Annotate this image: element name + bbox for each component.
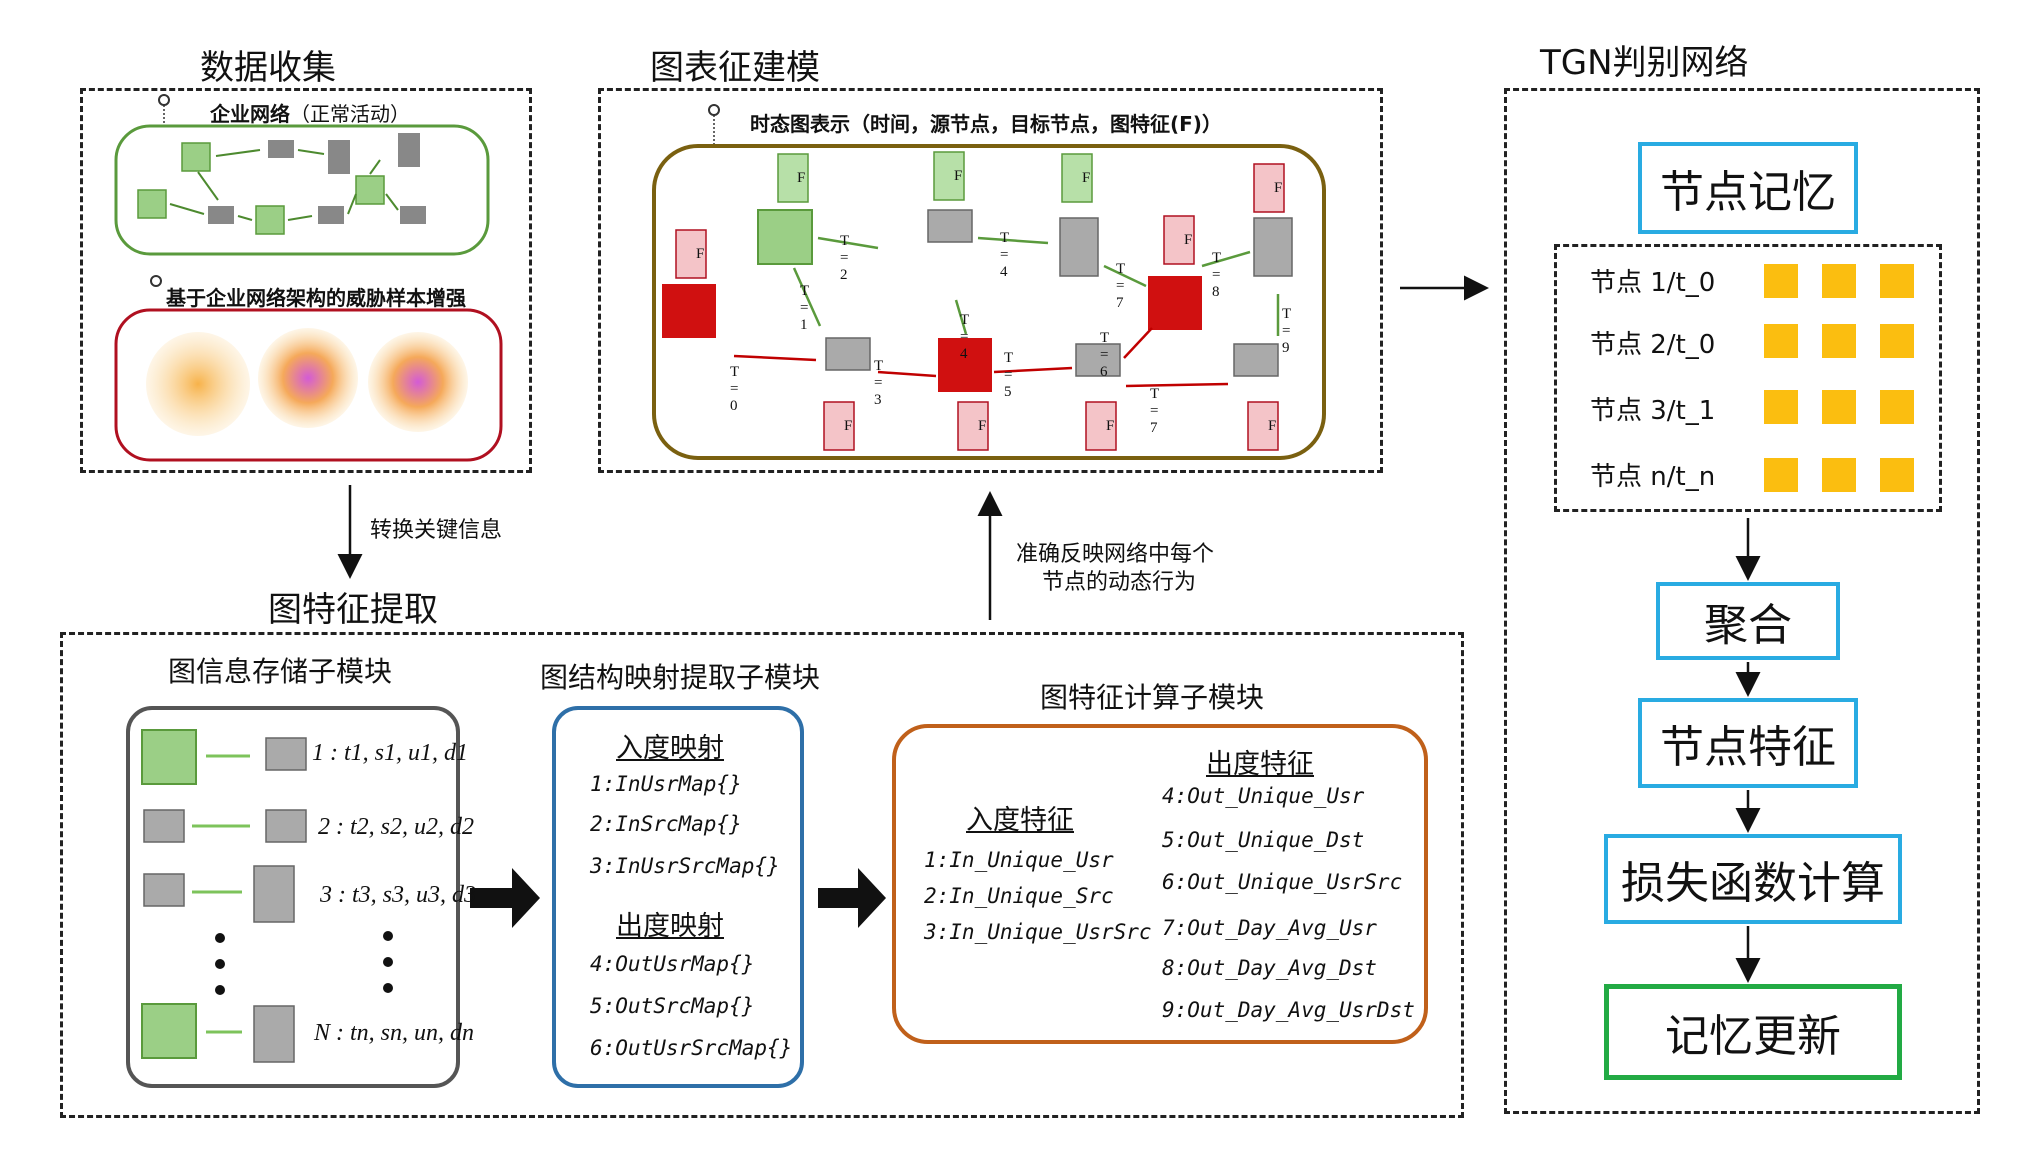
memory-update-box: 记忆更新 xyxy=(1604,984,1902,1080)
f-label: F xyxy=(954,168,963,184)
memory-cell xyxy=(1822,390,1856,424)
out-map-item: 6:OutUsrSrcMap{} xyxy=(590,1036,793,1060)
reflect-label-1: 准确反映网络中每个 xyxy=(1016,542,1215,567)
node-row-label: 节点 n/t_n xyxy=(1590,462,1716,492)
tgn-title: TGN判别网络 xyxy=(1540,43,1749,83)
out-feat-item: 9:Out_Day_Avg_UsrDst xyxy=(1162,998,1415,1022)
edge-label: T = 5 xyxy=(1004,350,1013,400)
out-feat-item: 5:Out_Unique_Dst xyxy=(1162,828,1365,852)
temporal-graph xyxy=(652,104,1326,460)
in-map-item: 2:InSrcMap{} xyxy=(590,812,742,836)
memory-cell xyxy=(1822,324,1856,358)
memory-cell xyxy=(1822,264,1856,298)
edge-label: T = 4 xyxy=(960,312,969,362)
node-row-label: 节点 3/t_1 xyxy=(1590,396,1716,426)
data-collection-panel xyxy=(80,88,532,473)
out-feat-item: 4:Out_Unique_Usr xyxy=(1162,784,1365,808)
memory-cell xyxy=(1764,390,1798,424)
storage-graphics xyxy=(141,729,393,1063)
reflect-label-2: 节点的动态行为 xyxy=(1042,570,1197,595)
out-feat-header: 出度特征 xyxy=(1206,749,1314,780)
storage-row: 3 : t3, s3, u3, d3 xyxy=(320,882,476,908)
edge-label: T = 8 xyxy=(1212,250,1221,300)
out-map-header: 出度映射 xyxy=(616,911,724,942)
memory-cell xyxy=(1880,458,1914,492)
out-feat-item: 8:Out_Day_Avg_Dst xyxy=(1162,956,1377,980)
memory-cell xyxy=(1764,458,1798,492)
node-row-label: 节点 1/t_0 xyxy=(1590,268,1716,298)
mapping-title: 图结构映射提取子模块 xyxy=(540,661,821,694)
in-feat-item: 3:In_Unique_UsrSrc xyxy=(924,920,1152,944)
f-label: F xyxy=(978,418,987,434)
edge-label: T = 9 xyxy=(1282,306,1291,356)
data-collection-graphics xyxy=(114,94,503,462)
edge-label: T = 6 xyxy=(1100,330,1109,380)
edge-label: T = 0 xyxy=(730,364,739,414)
in-feat-item: 1:In_Unique_Usr xyxy=(924,848,1114,872)
graph-modeling-panel xyxy=(598,88,1383,473)
graph-modeling-title: 图表征建模 xyxy=(650,48,820,88)
in-map-header: 入度映射 xyxy=(616,733,724,764)
enterprise-network-label: 企业网络（正常活动） xyxy=(210,102,410,126)
node-memory-list xyxy=(1554,244,1942,512)
out-feat-item: 6:Out_Unique_UsrSrc xyxy=(1162,870,1403,894)
storage-row: 1 : t1, s1, u1, d1 xyxy=(312,740,468,766)
out-feat-item: 7:Out_Day_Avg_Usr xyxy=(1162,916,1377,940)
in-map-item: 3:InUsrSrcMap{} xyxy=(590,854,780,878)
loss-box: 损失函数计算 xyxy=(1604,834,1902,924)
memory-cell xyxy=(1822,458,1856,492)
aggregate-box: 聚合 xyxy=(1656,582,1840,660)
node-feature-box: 节点特征 xyxy=(1638,698,1858,788)
edge-label: T = 7 xyxy=(1150,386,1159,436)
in-feat-item: 2:In_Unique_Src xyxy=(924,884,1114,908)
in-feat-header: 入度特征 xyxy=(966,805,1074,836)
compute-title: 图特征计算子模块 xyxy=(1040,681,1265,714)
edge-label: T = 4 xyxy=(1000,230,1009,280)
out-map-item: 5:OutSrcMap{} xyxy=(590,994,755,1018)
storage-row: 2 : t2, s2, u2, d2 xyxy=(318,814,474,840)
convert-label: 转换关键信息 xyxy=(370,518,503,543)
node-memory-box: 节点记忆 xyxy=(1638,142,1858,234)
mapping-box xyxy=(552,706,804,1088)
memory-cell xyxy=(1880,264,1914,298)
f-label: F xyxy=(844,418,853,434)
edge-label: T = 3 xyxy=(874,358,883,408)
f-label: F xyxy=(1106,418,1115,434)
f-label: F xyxy=(1274,180,1283,196)
edge-label: T = 7 xyxy=(1116,261,1125,311)
f-label: F xyxy=(696,246,705,262)
edge-label: T = 2 xyxy=(840,233,849,283)
tgn-panel xyxy=(1504,88,1980,1114)
storage-row: N : tn, sn, un, dn xyxy=(314,1020,475,1046)
edge-label: T = 1 xyxy=(800,283,809,333)
node-row-label: 节点 2/t_0 xyxy=(1590,330,1716,360)
temporal-graph-caption: 时态图表示（时间，源节点，目标节点，图特征(F)） xyxy=(750,112,1222,136)
f-label: F xyxy=(797,170,806,186)
compute-box xyxy=(892,724,1428,1044)
threat-augment-label: 基于企业网络架构的威胁样本增强 xyxy=(166,286,466,310)
memory-cell xyxy=(1880,390,1914,424)
memory-cell xyxy=(1764,324,1798,358)
data-collection-title: 数据收集 xyxy=(200,48,336,88)
f-label: F xyxy=(1268,418,1277,434)
out-map-item: 4:OutUsrMap{} xyxy=(590,952,755,976)
f-label: F xyxy=(1082,170,1091,186)
memory-cell xyxy=(1880,324,1914,358)
f-label: F xyxy=(1184,232,1193,248)
storage-title: 图信息存储子模块 xyxy=(168,655,393,688)
feature-extract-title: 图特征提取 xyxy=(268,590,438,630)
in-map-item: 1:InUsrMap{} xyxy=(590,772,742,796)
feature-extract-panel xyxy=(60,632,1464,1118)
memory-cell xyxy=(1764,264,1798,298)
